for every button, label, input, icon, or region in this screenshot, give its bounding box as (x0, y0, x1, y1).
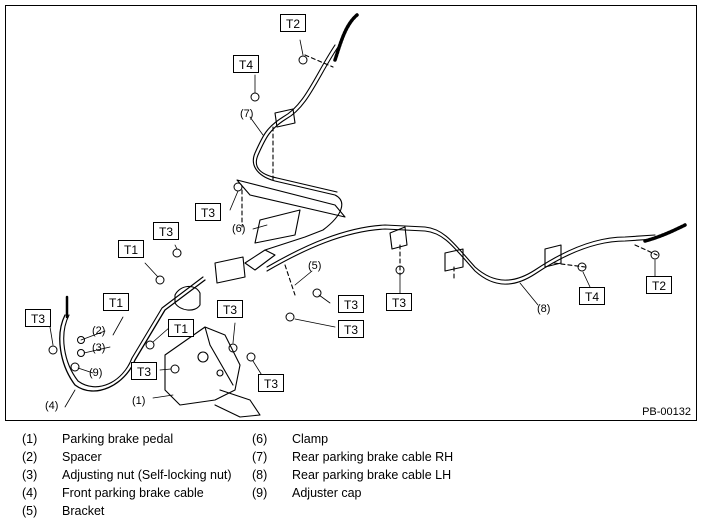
legend-num: (6) (252, 432, 268, 446)
legend-item: (5) Bracket (22, 502, 232, 520)
torque-tag-t3-center: T3 (153, 222, 179, 240)
torque-tag-t2-top: T2 (280, 14, 306, 32)
torque-tag-t4-right: T4 (579, 287, 605, 305)
torque-tag-t1-lower: T1 (168, 319, 194, 337)
parking-brake-diagram (48, 13, 687, 418)
torque-tag-t2-right: T2 (646, 276, 672, 294)
torque-tag-t1-left: T1 (103, 293, 129, 311)
rear-cable-lh (266, 224, 656, 281)
legend-item: (9) Adjuster cap (252, 484, 453, 502)
torque-tag-t3-pedal: T3 (217, 300, 243, 318)
rh-cable-sheath (333, 13, 359, 62)
legend-left: (1) Parking brake pedal (2) Spacer (3) Adju… (22, 430, 232, 520)
callout-4: (4) (45, 400, 59, 412)
torque-tag-t1-center: T1 (118, 240, 144, 258)
parking-brake-pedal-shape (164, 326, 261, 418)
legend-num: (1) (22, 432, 38, 446)
torque-tag-t3-bracket-b: T3 (338, 320, 364, 338)
legend-label: Parking brake pedal (62, 432, 174, 446)
front-cable (59, 279, 206, 392)
rear-cable-rh (252, 44, 343, 251)
legend-item: (3) Adjusting nut (Self-locking nut) (22, 466, 232, 484)
legend-item: (1) Parking brake pedal (22, 430, 232, 448)
callout-2: (2) (92, 325, 106, 337)
callout-9: (9) (89, 367, 103, 379)
legend-item: (8) Rear parking brake cable LH (252, 466, 453, 484)
callout-3: (3) (92, 342, 106, 354)
diagram-frame (5, 5, 697, 421)
legend-label: Adjusting nut (Self-locking nut) (62, 468, 232, 482)
torque-tag-t3-pedal-low: T3 (131, 362, 157, 380)
torque-tag-t3-pedal-right: T3 (258, 374, 284, 392)
lh-cable-sheath (643, 223, 687, 243)
legend-num: (5) (22, 504, 38, 518)
torque-tag-t3-right: T3 (386, 293, 412, 311)
legend-item: (6) Clamp (252, 430, 453, 448)
callout-6: (6) (232, 223, 246, 235)
legend-item: (4) Front parking brake cable (22, 484, 232, 502)
legend-item: (7) Rear parking brake cable RH (252, 448, 453, 466)
torque-tag-t3-left: T3 (25, 309, 51, 327)
legend-label: Front parking brake cable (62, 486, 204, 500)
legend-label: Rear parking brake cable RH (292, 450, 454, 464)
legend-num: (8) (252, 468, 268, 482)
torque-tag-t3-bracket-a: T3 (338, 295, 364, 313)
torque-tag-t3-mid: T3 (195, 203, 221, 221)
legend-label: Clamp (292, 432, 329, 446)
legend-num: (4) (22, 486, 38, 500)
legend-item: (2) Spacer (22, 448, 232, 466)
legend-label: Spacer (62, 450, 102, 464)
figure-id: PB-00132 (642, 406, 691, 418)
callout-8: (8) (537, 303, 551, 315)
callout-7: (7) (240, 108, 254, 120)
legend-num: (7) (252, 450, 268, 464)
torque-tag-t4-top: T4 (233, 55, 259, 73)
legend-label: Adjuster cap (292, 486, 362, 500)
callout-5: (5) (308, 260, 322, 272)
legend-right: (6)Clamp (7)Rear parking brake cable RH … (252, 430, 453, 502)
legend-label: Rear parking brake cable LH (292, 468, 452, 482)
legend-label: Bracket (62, 504, 105, 518)
callout-1: (1) (132, 395, 146, 407)
legend-num: (2) (22, 450, 38, 464)
legend-num: (3) (22, 468, 38, 482)
legend-num: (9) (252, 486, 268, 500)
